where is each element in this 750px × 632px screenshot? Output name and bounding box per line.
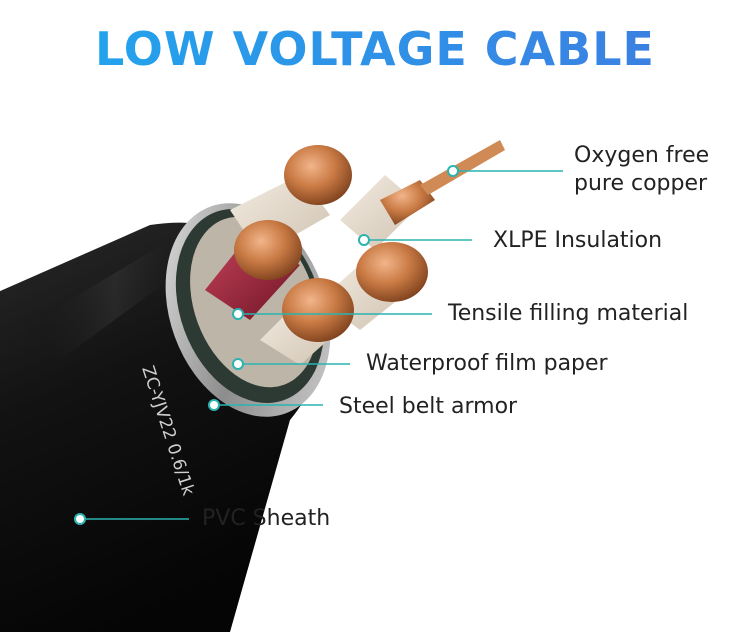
label-oxygen-free-copper: Oxygen free pure copper [574,143,710,196]
leader-lines [80,170,563,520]
dot-sheath [74,513,86,525]
dot-tensile [232,308,244,320]
dot-armor [208,399,220,411]
dot-copper [447,165,459,177]
copper-core-1 [284,145,352,205]
dot-xlpe [358,234,370,246]
label-waterproof-film-paper: Waterproof film paper [366,351,608,376]
label-xlpe-insulation: XLPE Insulation [493,228,663,253]
label-pvc-sheath: PVC Sheath [202,506,331,531]
dot-paper [232,358,244,370]
leader-dots [74,165,459,525]
label-steel-belt-armor: Steel belt armor [339,394,518,419]
core-group [205,140,505,365]
copper-core-3 [356,242,428,302]
copper-core-4 [282,278,354,342]
label-tensile-filling: Tensile filling material [448,301,689,326]
page-title: LOW VOLTAGE CABLE [0,22,750,76]
copper-core-2 [234,220,302,280]
